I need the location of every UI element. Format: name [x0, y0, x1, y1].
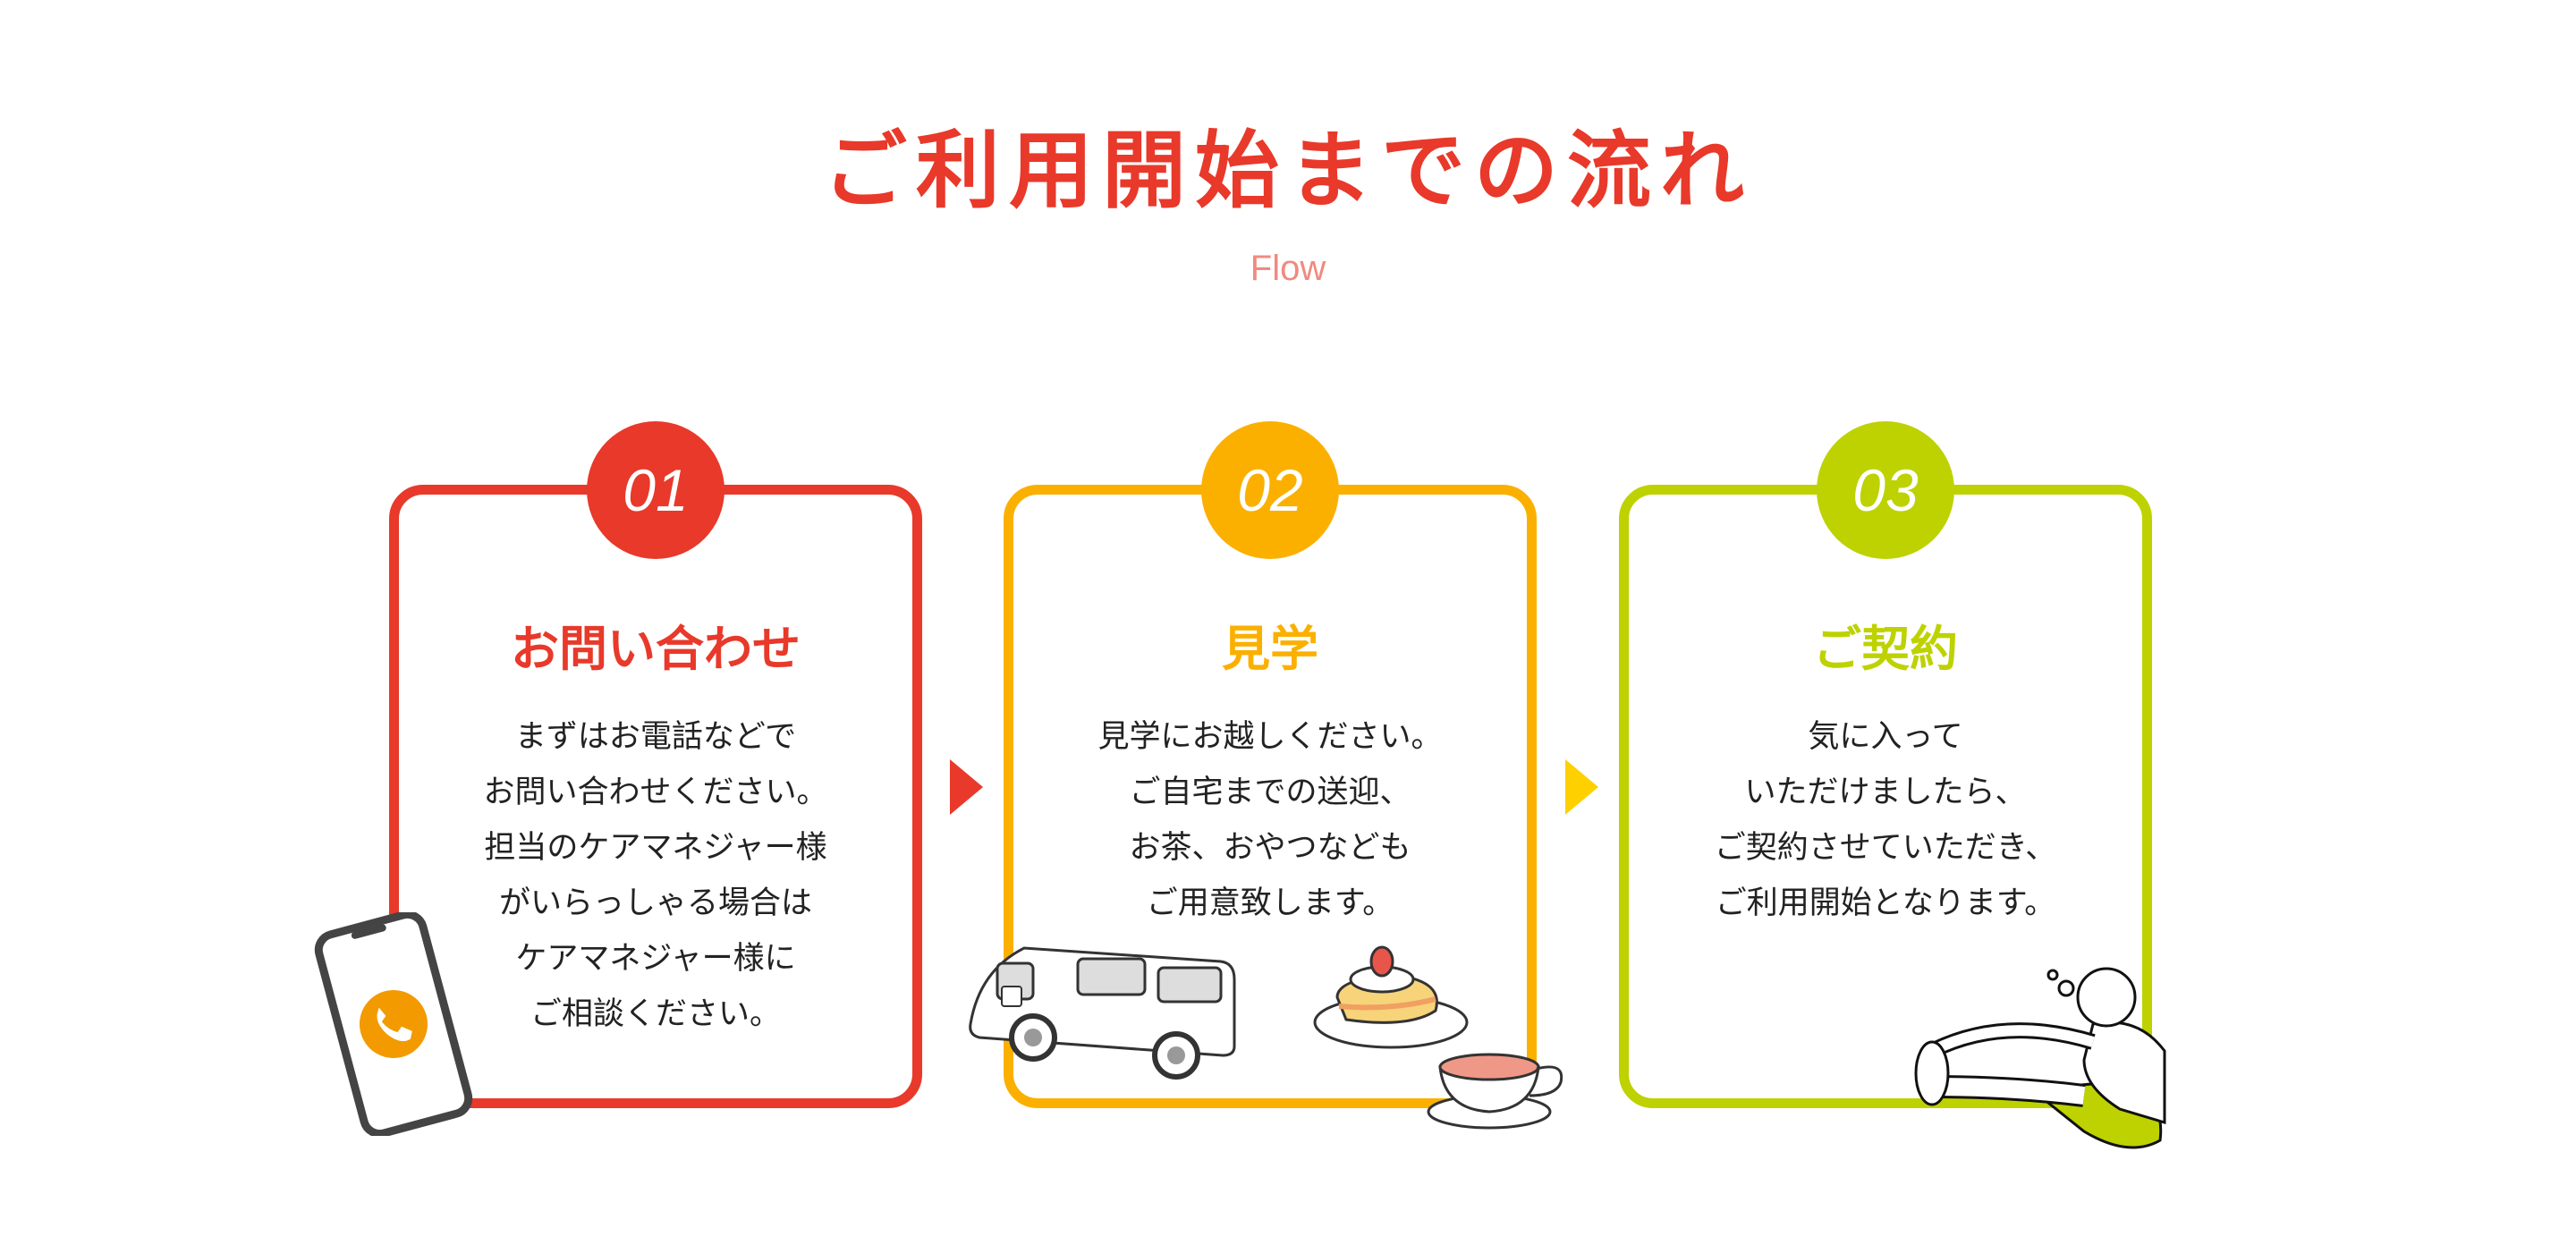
description-line: お茶、おやつなども — [1129, 830, 1411, 866]
step-card-contract: 03 ご契約 気に入って いただけましたら、 ご契約させていただき、 ご利用開始… — [1619, 421, 2152, 1108]
description-line: 気に入って — [1808, 719, 1963, 755]
step-number-badge: 03 — [1817, 421, 1954, 559]
description-line: お問い合わせください。 — [483, 775, 828, 810]
step-title: 見学 — [1222, 621, 1318, 677]
step-number-badge: 02 — [1201, 421, 1339, 559]
description-line: ご自宅までの送迎、 — [1129, 775, 1411, 810]
arrow-right-icon — [950, 759, 983, 815]
description-line: 見学にお越しください。 — [1097, 719, 1443, 755]
description-line: 担当のケアマネジャー様 — [484, 830, 827, 866]
step-description: 気に入って いただけましたら、 ご契約させていただき、 ご利用開始となります。 — [1629, 709, 2142, 931]
step-title: ご契約 — [1813, 621, 1958, 677]
step-number-badge: 01 — [587, 421, 724, 559]
description-line: ご相談ください。 — [530, 996, 781, 1032]
description-line: ご用意致します。 — [1146, 885, 1394, 921]
description-line: ご利用開始となります。 — [1715, 885, 2056, 921]
arrow-right-icon — [1565, 759, 1598, 815]
description-line: まずはお電話などで — [514, 719, 797, 755]
stretching-person-illustration — [1914, 967, 2166, 1149]
cake-illustration — [1313, 945, 1469, 1049]
step-card-inquiry: 01 お問い合わせ まずはお電話などで お問い合わせください。 担当のケアマネジ… — [389, 421, 922, 1108]
description-line: いただけましたら、 — [1744, 775, 2027, 810]
van-illustration — [969, 946, 1236, 1080]
description-line: ご契約させていただき、 — [1714, 830, 2057, 866]
description-line: ケアマネジャー様に — [515, 941, 796, 977]
description-line: がいらっしゃる場合は — [498, 885, 812, 921]
smartphone-icon — [314, 912, 473, 1136]
teacup-illustration — [1427, 1053, 1563, 1130]
step-description: 見学にお越しください。 ご自宅までの送迎、 お茶、おやつなども ご用意致します。 — [1013, 709, 1527, 931]
page-title: ご利用開始までの流れ — [822, 123, 1753, 220]
page-subtitle: Flow — [1250, 249, 1326, 288]
step-title: お問い合わせ — [511, 621, 801, 677]
step-description: まずはお電話などで お問い合わせください。 担当のケアマネジャー様 がいらっしゃ… — [399, 709, 912, 1042]
